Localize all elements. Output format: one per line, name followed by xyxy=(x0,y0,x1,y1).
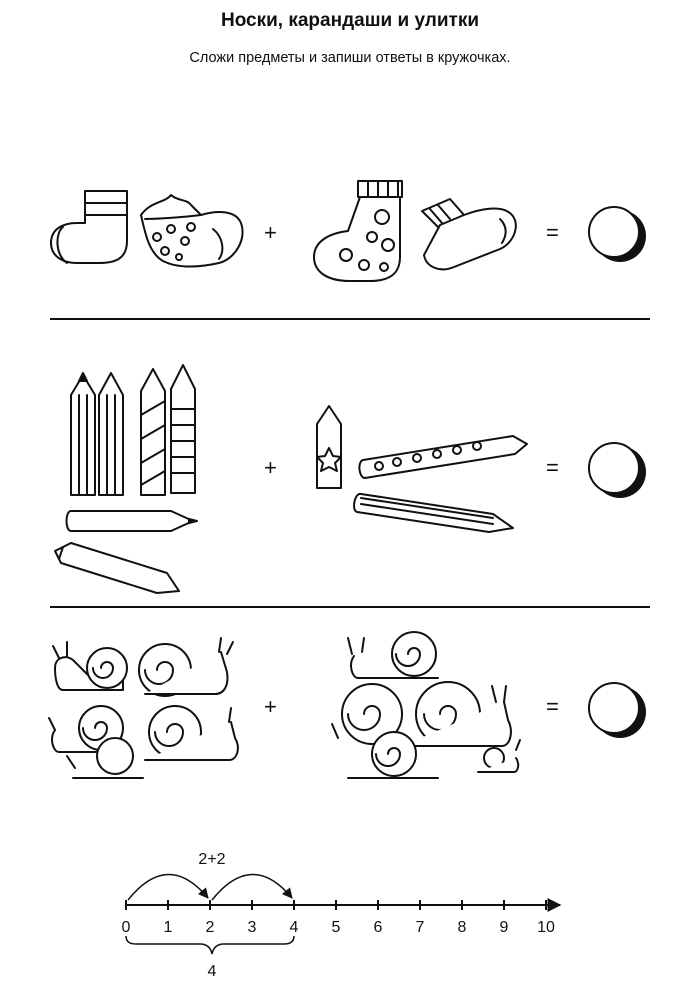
tick-label: 10 xyxy=(537,919,555,936)
jump-arc-2 xyxy=(211,873,293,901)
socks-group-left xyxy=(50,190,244,268)
tick-label: 2 xyxy=(206,919,215,936)
tick-label: 9 xyxy=(500,919,509,936)
tick-label: 3 xyxy=(248,919,257,936)
snails-group-right xyxy=(331,631,521,779)
page-title: Носки, карандаши и улитки xyxy=(220,10,480,31)
equals-sign-row2: = xyxy=(546,455,559,480)
tick-label: 6 xyxy=(374,919,383,936)
pencils-group-left xyxy=(54,364,198,594)
pencil-striped xyxy=(353,492,514,533)
snails-group-left xyxy=(48,637,239,779)
snail-e xyxy=(477,739,521,773)
tick-label: 1 xyxy=(164,919,173,936)
tick-label: 0 xyxy=(122,919,131,936)
socks-group-right xyxy=(313,180,517,282)
plus-sign-row1: + xyxy=(264,220,277,245)
answer-circle-snails[interactable] xyxy=(588,682,640,734)
snail-5 xyxy=(66,737,144,779)
number-line-ticks: 0 1 2 3 4 5 6 7 8 9 10 xyxy=(122,900,555,936)
bracket-label: 4 xyxy=(208,963,217,980)
answer-circle-socks[interactable] xyxy=(588,206,640,258)
pencil-upright-2 xyxy=(98,372,124,496)
plus-sign-row3: + xyxy=(264,694,277,719)
snail-4 xyxy=(144,705,239,761)
tick-label: 8 xyxy=(458,919,467,936)
snail-1 xyxy=(52,641,128,691)
arc-label: 2+2 xyxy=(198,851,225,868)
sock-spotted xyxy=(313,180,403,282)
pencil-upright-1 xyxy=(70,372,96,496)
sum-bracket xyxy=(125,935,295,955)
sock-small xyxy=(50,190,128,264)
instruction-text: Сложи предметы и запиши ответы в кружочк… xyxy=(189,50,511,66)
tick-label: 7 xyxy=(416,919,425,936)
sock-flowers xyxy=(140,194,244,268)
tick-label: 5 xyxy=(332,919,341,936)
jump-arc-1 xyxy=(127,873,209,901)
snail-a xyxy=(347,631,439,679)
tick-label: 4 xyxy=(290,919,299,936)
answer-circle-pencils[interactable] xyxy=(588,442,640,494)
section-divider-2 xyxy=(50,606,650,608)
pencil-dotted xyxy=(358,435,528,479)
pencil-upright-4 xyxy=(170,364,196,494)
snail-d xyxy=(331,723,439,779)
section-divider-1 xyxy=(50,318,650,320)
pencils-group-right xyxy=(316,405,528,533)
pencil-upright-3 xyxy=(140,368,166,496)
pencil-short-star xyxy=(316,405,342,489)
equals-sign-row1: = xyxy=(546,220,559,245)
snail-3 xyxy=(48,705,130,753)
snail-b xyxy=(341,683,403,745)
pencil-lying-2 xyxy=(54,542,180,594)
sock-ribbed xyxy=(421,198,517,271)
pencil-lying-1 xyxy=(65,510,198,532)
snail-2 xyxy=(138,637,234,697)
plus-sign-row2: + xyxy=(264,455,277,480)
snail-c xyxy=(401,681,512,747)
equals-sign-row3: = xyxy=(546,694,559,719)
